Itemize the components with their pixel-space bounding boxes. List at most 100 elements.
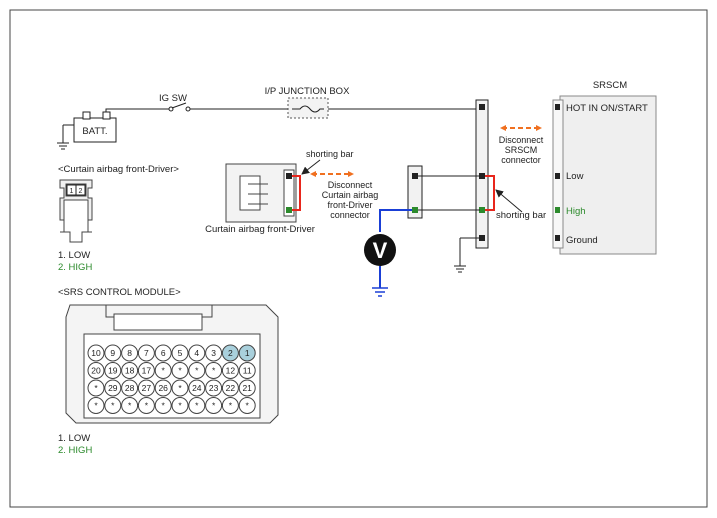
battery-label: BATT. <box>82 126 107 137</box>
srscm-hot-label: HOT IN ON/START <box>566 103 648 114</box>
srs-pin <box>205 362 223 379</box>
srs-pin-label: 8 <box>127 348 132 358</box>
shorting-bar-srscm <box>485 175 495 211</box>
srs-pin <box>137 397 155 414</box>
srs-pin-label: 6 <box>161 348 166 358</box>
srs-pin <box>188 397 206 414</box>
srscm-high-label: High <box>566 206 586 217</box>
srs-pin-label: * <box>246 401 250 411</box>
srs-pin-label: 28 <box>125 383 135 393</box>
srs-pin <box>121 362 139 379</box>
main-wire-battery <box>105 108 170 112</box>
curtain-pin-2: 2 <box>79 188 83 195</box>
srs-pin-label: 19 <box>108 366 118 376</box>
srs-pin <box>104 362 122 379</box>
srs-pin <box>221 344 239 362</box>
srs-pin <box>87 397 105 414</box>
srs-pin <box>104 344 122 362</box>
srs-pin <box>238 397 256 414</box>
srs-pin-label: 5 <box>178 348 183 358</box>
shorting-bar-pointer <box>495 189 523 213</box>
srs-pin <box>87 379 105 397</box>
srs-pin-label: 3 <box>211 348 216 358</box>
srs-pin-label: 10 <box>91 348 101 358</box>
srs-pin <box>171 362 189 379</box>
voltmeter: V <box>364 234 396 266</box>
srs-pin-label: * <box>195 366 199 376</box>
srs-pin <box>171 379 189 397</box>
srs-pin <box>171 397 189 414</box>
srs-pin-label: 7 <box>144 348 149 358</box>
srs-pin <box>205 379 223 397</box>
srs-pin-label: * <box>162 401 166 411</box>
srs-pin <box>221 397 239 414</box>
srs-pin <box>137 344 155 362</box>
srscm-low-label: Low <box>566 171 584 182</box>
srscm-ground-label: Ground <box>566 235 598 246</box>
srs-pin-label: 4 <box>194 348 199 358</box>
srs-pin-label: * <box>162 366 166 376</box>
srs-pin <box>121 344 139 362</box>
ig-sw-label: IG SW <box>159 93 187 104</box>
curtain-connector-face: 1 2 <box>59 179 93 243</box>
srs-pin <box>154 379 172 397</box>
srs-pin-label: 20 <box>91 366 101 376</box>
srs-pin-label: * <box>212 366 216 376</box>
ip-junction-box: I/P JUNCTION BOX <box>265 86 350 119</box>
srs-pin-label: 2 <box>228 348 233 358</box>
outer-frame <box>9 9 708 508</box>
srscm-module: SRSCM HOT IN ON/START Low High Ground <box>552 80 657 255</box>
srs-pin-label: * <box>178 401 182 411</box>
srs-pin-label: 26 <box>158 383 168 393</box>
srs-pin-label: 27 <box>142 383 152 393</box>
srs-pin <box>238 362 256 379</box>
srs-pin-label: 17 <box>142 366 152 376</box>
srs-pin <box>154 344 172 362</box>
srs-pin-label: * <box>178 366 182 376</box>
srs-pin <box>171 344 189 362</box>
shorting-bar-top-pointer <box>301 159 321 175</box>
srs-pin <box>137 362 155 379</box>
srs-pin <box>188 362 206 379</box>
srs-pin <box>205 397 223 414</box>
srs-pin-label: 11 <box>243 366 252 376</box>
disconnect-curtain-line-4: connector <box>330 210 370 220</box>
curtain-legend-high: 2. HIGH <box>58 262 92 273</box>
srs-pin-label: 23 <box>209 383 219 393</box>
srs-pin <box>221 379 239 397</box>
srs-pin <box>87 362 105 379</box>
srs-pin <box>238 344 256 362</box>
curtain-airbag-label: Curtain airbag front-Driver <box>205 224 315 235</box>
srscm-title: SRSCM <box>593 80 627 91</box>
srs-pin <box>154 397 172 414</box>
disconnect-srscm-line-2: SRSCM <box>505 145 538 155</box>
srs-pin <box>87 344 105 362</box>
srs-pin-label: 21 <box>242 383 252 393</box>
srs-pin-label: 1 <box>245 348 250 358</box>
ig-switch: IG SW <box>159 93 191 112</box>
srs-pin <box>121 379 139 397</box>
fuse-icon <box>292 105 324 113</box>
srs-pin-label: * <box>178 383 182 393</box>
srs-legend-low: 1. LOW <box>58 433 90 444</box>
shorting-bar-right-label: shorting bar <box>496 210 546 221</box>
srs-pin-label: * <box>229 401 233 411</box>
disconnect-srscm-line-3: connector <box>501 155 541 165</box>
curtain-connector-title: <Curtain airbag front-Driver> <box>58 164 179 175</box>
srs-pin-label: 24 <box>192 383 202 393</box>
srs-pin <box>104 379 122 397</box>
disconnect-curtain-line-1: Disconnect <box>328 180 373 190</box>
voltmeter-ground <box>372 287 388 297</box>
srs-pin-label: * <box>94 383 98 393</box>
shorting-bar-top-label: shorting bar <box>306 149 354 159</box>
curtain-legend-low: 1. LOW <box>58 250 90 261</box>
srs-module-title: <SRS CONTROL MODULE> <box>58 287 181 298</box>
curtain-airbag-unit <box>225 163 297 223</box>
srs-pin <box>154 362 172 379</box>
curtain-pin-1: 1 <box>70 188 74 195</box>
disconnect-srscm-arrow <box>500 125 542 131</box>
disconnect-curtain-line-2: Curtain airbag <box>322 190 379 200</box>
srs-pin-label: * <box>212 401 216 411</box>
